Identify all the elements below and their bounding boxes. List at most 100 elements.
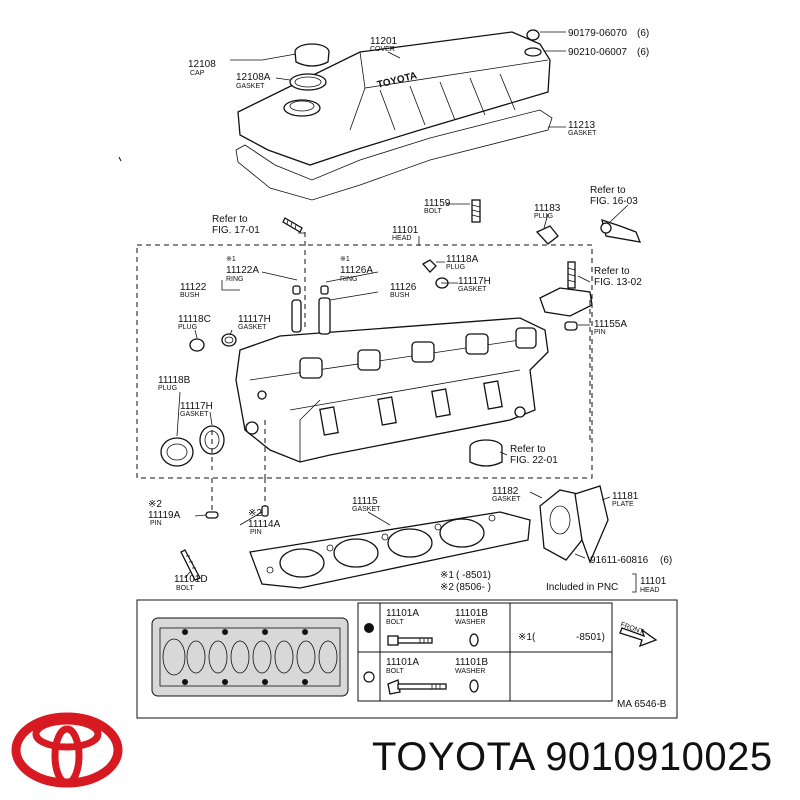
label-91611-qty: (6) — [660, 555, 672, 566]
ref-22-fig: FIG. 22-01 — [510, 455, 558, 466]
mark-11126a: ※1 — [340, 256, 350, 263]
mark-11119a: ※2 — [148, 499, 162, 510]
label-11118c: 11118C — [178, 314, 211, 325]
label-11118a: 11118A — [446, 254, 479, 265]
front-arrow-icon — [619, 627, 658, 648]
label-12108: 12108 — [188, 59, 216, 70]
head-assembly-box — [136, 244, 593, 479]
label-11122-name: BUSH — [180, 292, 199, 299]
label-11181: 11181 — [612, 491, 639, 502]
brand-name: TOYOTA — [372, 735, 534, 779]
label-12108-name: CAP — [190, 70, 205, 77]
label-11117h-b: 11117H — [180, 401, 213, 412]
label-11201: 11201 — [370, 36, 398, 47]
mark-11114a: ※2 — [248, 508, 262, 519]
ref-17-fig: FIG. 17-01 — [212, 225, 260, 236]
legend-note: Included in PNC — [546, 582, 618, 593]
label-11118b-name: PLUG — [158, 385, 177, 392]
label-11122: 11122 — [180, 282, 207, 293]
bolt-table-group: 11101A BOLT 11101B WASHER ※1( -8501) 111… — [136, 599, 678, 719]
label-11126a-name: RING — [340, 276, 358, 283]
label-11118b: 11118B — [158, 375, 191, 386]
label-11118a-name: PLUG — [446, 264, 465, 271]
label-11183: 11183 — [534, 203, 561, 214]
label-11117h-b-name: GASKET — [180, 411, 209, 418]
plug-11118b — [160, 437, 194, 467]
label-12108a-name: GASKET — [236, 83, 265, 90]
label-11117h-l: 11117H — [238, 314, 271, 325]
ref-22-text: Refer to — [510, 444, 546, 455]
ref-13-text: Refer to — [594, 266, 630, 277]
table-r2-a-name: BOLT — [386, 668, 404, 675]
middle-labels: Refer to FIG. 17-01 11159 BOLT 11183 PLU… — [158, 185, 642, 466]
table-r1-range: -8501) — [576, 632, 605, 643]
label-11126-name: BUSH — [390, 292, 409, 299]
table-r2-b-num: 11101B — [455, 657, 488, 668]
label-11115: 11115 — [352, 496, 378, 507]
legend-mark-2: ※2 — [440, 582, 454, 593]
legend-mark-1: ※1 — [440, 570, 454, 581]
diagram-code: MA 6546-B — [617, 699, 667, 710]
table-r2-a-num: 11101A — [386, 657, 419, 668]
cylinder-head — [235, 317, 549, 463]
top-labels: 12108 CAP 12108A GASKET 11201 COVER 9017… — [188, 28, 649, 137]
label-90179: 90179-06070 — [568, 28, 627, 39]
table-r2-b-name: WASHER — [455, 668, 485, 675]
label-11126a: 11126A — [340, 265, 373, 276]
label-90179-qty: (6) — [637, 28, 649, 39]
label-11115-name: GASKET — [352, 506, 381, 513]
label-11117h-r-name: GASKET — [458, 286, 487, 293]
table-r1-b-num: 11101B — [455, 608, 488, 619]
ref-16-fig: FIG. 16-03 — [590, 196, 638, 207]
table-r1-a-name: BOLT — [386, 619, 404, 626]
label-11101d-name: BOLT — [176, 585, 194, 592]
label-11155a: 11155A — [594, 319, 627, 330]
toyota-logo — [11, 712, 123, 788]
cylinder-head-group — [136, 199, 642, 479]
label-11119a-name: PIN — [150, 520, 162, 527]
head-gasket-group — [180, 478, 611, 589]
head-top-view — [151, 617, 349, 697]
label-11101: 11101 — [392, 225, 419, 236]
label-11119a: 11119A — [148, 510, 181, 521]
label-11117h-l-name: GASKET — [238, 324, 267, 331]
label-90210-qty: (6) — [637, 47, 649, 58]
ref-16-text: Refer to — [590, 185, 626, 196]
label-11183-name: PLUG — [534, 213, 553, 220]
label-11118c-name: PLUG — [178, 324, 197, 331]
table-r1-mark: ※1( — [518, 632, 536, 643]
legend: ※1 ( -8501) ※2 (8506- ) Included in PNC … — [440, 570, 667, 594]
cover-gasket-outline — [235, 109, 553, 201]
filler-neck — [283, 99, 321, 117]
label-11181-name: PLATE — [612, 501, 634, 508]
part-number: 9010910025 — [545, 735, 773, 779]
label-11182-name: GASKET — [492, 496, 521, 503]
table-r1-b-name: WASHER — [455, 619, 485, 626]
legend-pnc-name: HEAD — [640, 587, 659, 594]
label-11159-name: BOLT — [424, 208, 442, 215]
table-r1-a-num: 11101A — [386, 608, 419, 619]
legend-pnc-num: 11101 — [640, 576, 667, 587]
mark-11122a: ※1 — [226, 256, 236, 263]
bolt-table-frame — [136, 599, 678, 719]
label-91611: 91611-60816 — [590, 555, 649, 566]
label-90210: 90210-06007 — [568, 47, 627, 58]
label-11101d: 11101D — [174, 574, 208, 585]
label-11117h-r: 11117H — [458, 276, 491, 287]
legend-range-2: (8506- ) — [456, 582, 491, 593]
label-11155a-name: PIN — [594, 329, 606, 336]
label-11201-name: COVER — [370, 46, 395, 53]
label-11114a: 11114A — [248, 519, 281, 530]
legend-range-1: ( -8501) — [456, 570, 491, 581]
label-11122a: 11122A — [226, 265, 259, 276]
label-11213: 11213 — [568, 120, 596, 131]
label-11114a-name: PIN — [250, 529, 262, 536]
label-11122a-name: RING — [226, 276, 244, 283]
lower-labels: ※2 11119A PIN ※2 11114A PIN 11115 GASKET… — [148, 486, 672, 592]
label-11213-name: GASKET — [568, 130, 597, 137]
ref-17-text: Refer to — [212, 214, 248, 225]
brand-part-title: TOYOTA 9010910025 — [372, 735, 773, 780]
hollow-circle-icon — [363, 671, 375, 683]
valve-cover-group: TOYOTA — [230, 29, 566, 201]
